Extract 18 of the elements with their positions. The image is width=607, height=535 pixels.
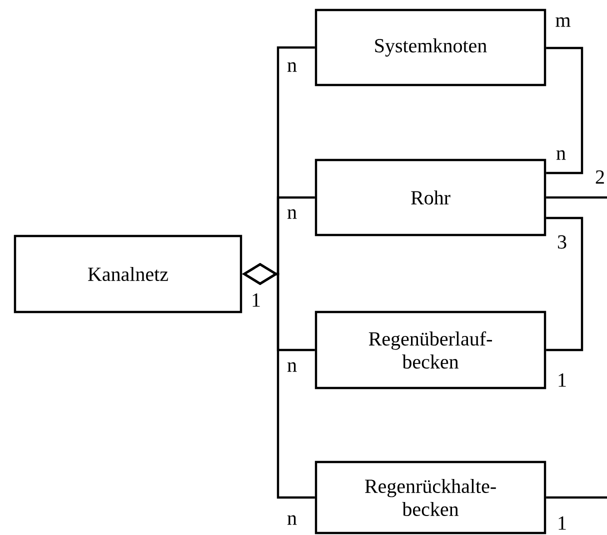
entity-box: Systemknoten [314, 8, 546, 86]
connector [546, 496, 607, 499]
entity-box: Rohr [314, 158, 546, 236]
multiplicity-label: 1 [252, 293, 260, 307]
entity-box: Regenrückhalte- becken [314, 460, 546, 534]
multiplicity-label: n [287, 62, 297, 72]
connector [546, 46, 584, 174]
multiplicity-label: 3 [558, 235, 566, 249]
entity-box: Kanalnetz [14, 234, 242, 314]
multiplicity-label: n [287, 362, 297, 372]
multiplicity-label: 1 [558, 516, 566, 530]
multiplicity-label: n [287, 515, 297, 525]
connector [546, 196, 607, 199]
connector [546, 216, 584, 352]
multiplicity-label: 2 [596, 170, 604, 184]
multiplicity-label: n [556, 150, 566, 160]
entity-box: Regenüberlauf- becken [314, 310, 546, 390]
multiplicity-label: n [287, 209, 297, 219]
